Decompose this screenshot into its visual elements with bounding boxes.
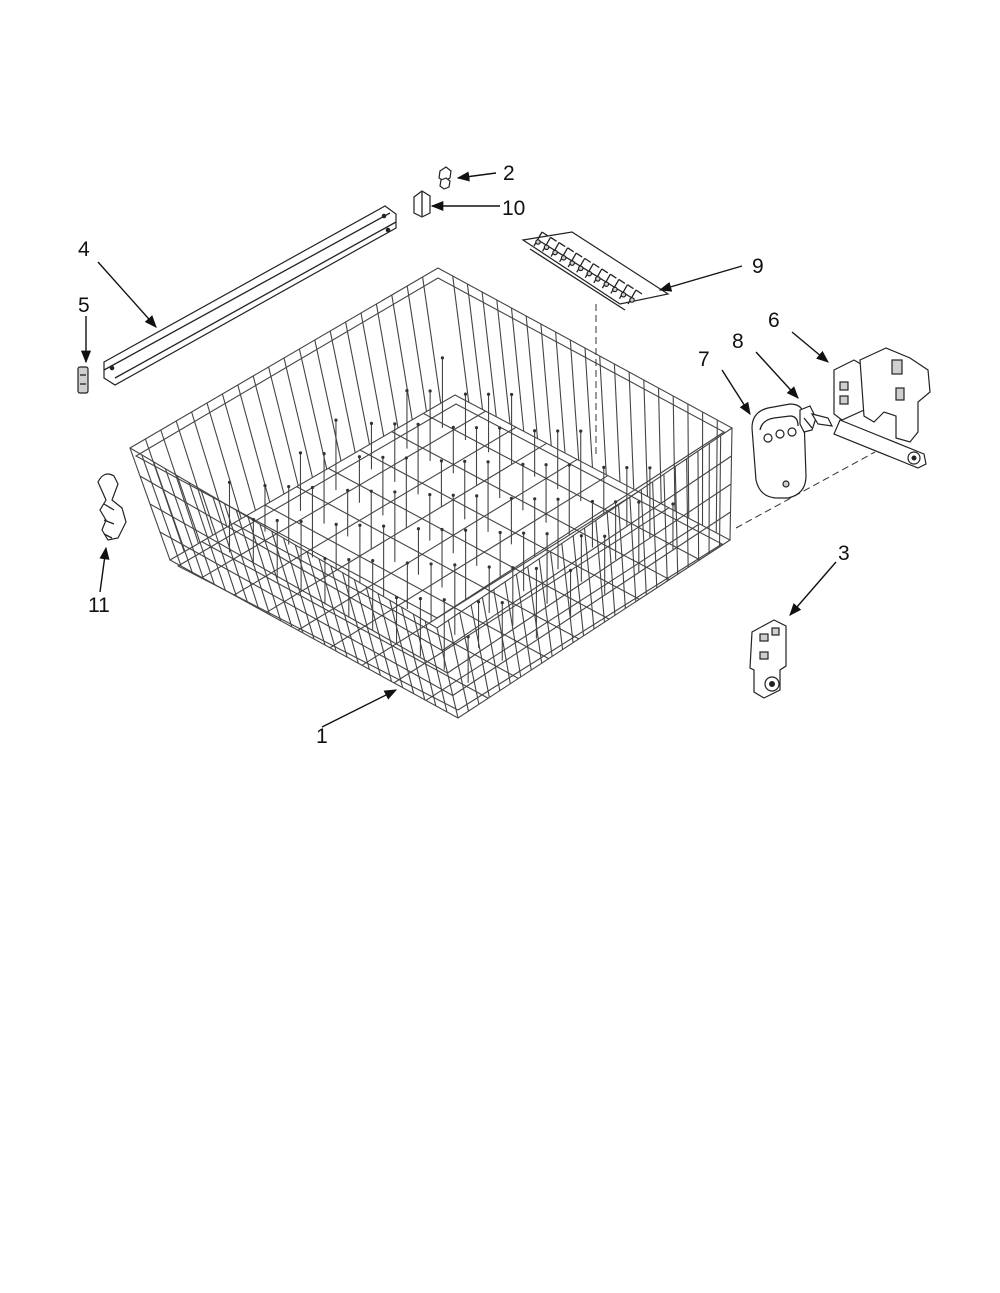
rack-rail xyxy=(103,205,397,386)
callout-9: 9 xyxy=(752,255,764,278)
callout-10: 10 xyxy=(502,197,525,220)
rack-hook xyxy=(97,473,127,541)
wheel-bracket xyxy=(749,619,787,699)
small-clip xyxy=(438,166,452,190)
callout-labels: 1 2 3 4 5 6 7 8 9 10 11 xyxy=(78,162,850,748)
tine-row-insert xyxy=(521,231,670,311)
end-cap xyxy=(77,366,89,394)
rail-stop xyxy=(413,190,431,218)
callout-6: 6 xyxy=(768,309,780,332)
dish-rack xyxy=(128,267,876,719)
callout-3: 3 xyxy=(838,542,850,565)
callout-8: 8 xyxy=(732,330,744,353)
callout-5: 5 xyxy=(78,294,90,317)
callout-4: 4 xyxy=(78,238,90,261)
callout-arrows xyxy=(80,171,837,728)
adjuster-cover xyxy=(751,403,807,499)
adjuster-assembly xyxy=(833,347,931,469)
callout-1: 1 xyxy=(316,725,328,748)
callout-11: 11 xyxy=(88,594,110,617)
latch-pin xyxy=(799,405,834,433)
callout-7: 7 xyxy=(698,348,710,371)
callout-2: 2 xyxy=(503,162,515,185)
